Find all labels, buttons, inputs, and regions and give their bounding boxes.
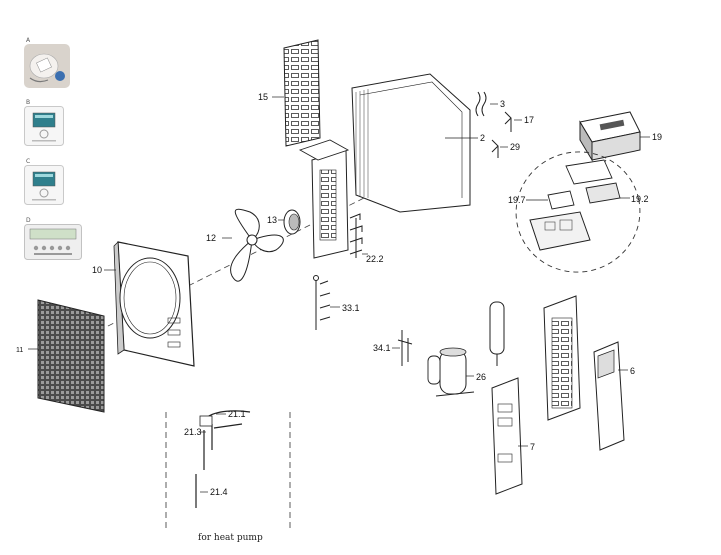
valve-part: [313, 275, 340, 330]
label-6: 6: [630, 366, 635, 376]
front-panel-part: [104, 241, 195, 367]
fan-blade-part: [222, 208, 284, 282]
wired-controller-icon: [24, 165, 64, 205]
rear-side-panel-part: [543, 295, 581, 421]
label-7: 7: [530, 442, 535, 452]
motor-support-part: [298, 139, 350, 259]
pipe-fitting-part: [349, 213, 368, 258]
label-29: 29: [510, 142, 520, 152]
compressor-part: [427, 347, 475, 397]
thumb-letter-d: D: [26, 217, 31, 224]
accumulator-part: [489, 301, 505, 366]
label-21-4: 21.4: [210, 487, 228, 497]
thumb-letter-c: C: [26, 158, 31, 165]
label-13: 13: [267, 215, 277, 225]
label-34-1: 34.1: [373, 343, 391, 353]
label-21-1: 21.1: [228, 409, 246, 419]
pipe-part: [392, 330, 413, 366]
label-17: 17: [524, 115, 534, 125]
side-panel-part: [491, 377, 528, 495]
heat-pump-caption: for heat pump: [198, 533, 263, 543]
central-controller-icon: [24, 224, 82, 260]
label-12: 12: [206, 233, 216, 243]
label-33-1: 33.1: [342, 303, 360, 313]
pcb-assembly-part: [515, 151, 641, 273]
label-2: 2: [480, 133, 485, 143]
label-19-7: 19.7: [508, 195, 526, 205]
remote-controller-icon: [24, 44, 70, 88]
label-26: 26: [476, 372, 486, 382]
heat-pump-box: [165, 410, 291, 528]
front-grille-part: [28, 299, 105, 413]
right-panel-part: [593, 341, 628, 451]
wired-controller-icon: [24, 106, 64, 146]
label-19-2: 19.2: [631, 194, 649, 204]
label-3: 3: [500, 99, 505, 109]
label-22-2: 22.2: [366, 254, 384, 264]
label-10: 10: [92, 265, 102, 275]
label-15: 15: [258, 92, 268, 102]
rear-grille-part: [272, 39, 321, 147]
label-11: 11: [16, 347, 23, 354]
thumb-letter-b: B: [26, 99, 31, 106]
thumb-letter-a: A: [26, 37, 31, 44]
label-19: 19: [652, 132, 662, 142]
clip-parts: [475, 91, 522, 158]
control-box-part: [579, 111, 650, 179]
fan-motor-part: [278, 209, 301, 235]
heat-exchanger-part: [351, 73, 478, 213]
label-21-3: 21.3: [184, 427, 202, 437]
